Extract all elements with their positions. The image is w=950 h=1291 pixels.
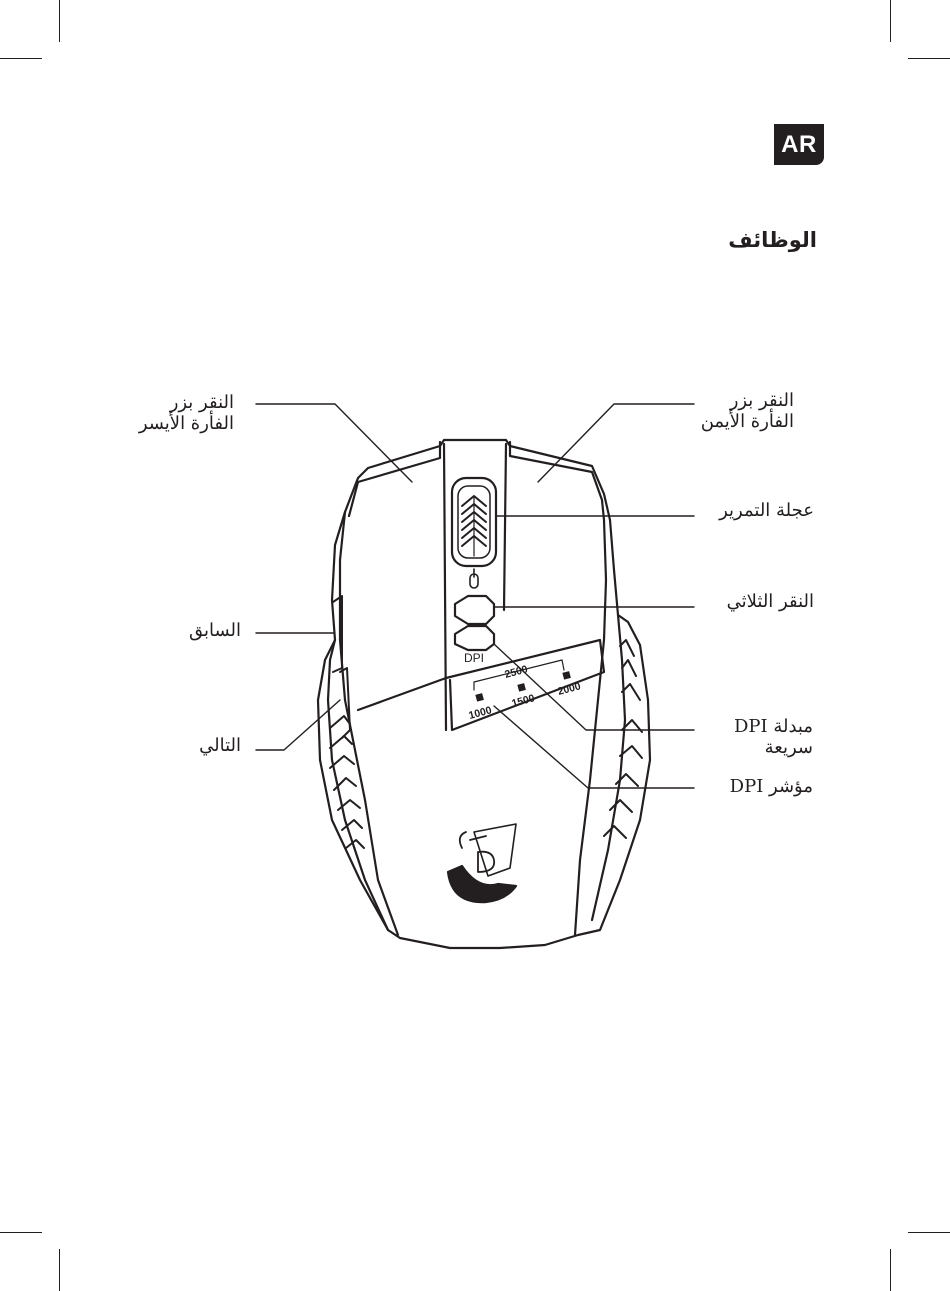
- crop-mark-bottom-right-v: [890, 1249, 891, 1291]
- crop-mark-top-left-v: [59, 0, 60, 42]
- callout-right-click: النقر بزر الفأرة الأيمن: [701, 390, 794, 432]
- crop-mark-top-left-h: [0, 58, 42, 59]
- scroll-wheel: [450, 476, 498, 568]
- leader-forward: [255, 699, 341, 751]
- dpi-button: [453, 624, 496, 652]
- crop-mark-bottom-left-v: [59, 1249, 60, 1291]
- callout-left-click: النقر بزر الفأرة الأيسر: [139, 392, 234, 434]
- section-title: الوظائف: [728, 228, 817, 252]
- dpi-indicator-panel: [356, 638, 606, 732]
- dpi-button-label: DPI: [464, 651, 484, 665]
- dpi-bracket: [473, 659, 565, 691]
- forward-button: [339, 667, 351, 739]
- leader-dpi-switch: [493, 643, 695, 731]
- callout-left-click-line1: النقر بزر: [169, 392, 234, 413]
- scroll-wheel-chevrons: [461, 495, 487, 557]
- brand-logo-icon: [446, 823, 518, 904]
- right-grip-chevrons: [603, 639, 643, 839]
- callout-dpi-switch: مبدلة DPI سريعة: [734, 716, 813, 758]
- mouse-icon: [469, 568, 479, 589]
- crop-mark-bottom-left-h: [0, 1232, 42, 1233]
- dpi-level-1000: 1000: [467, 704, 493, 722]
- callout-triple-click: النقر الثلاثي: [726, 591, 814, 612]
- callout-left-click-line2: الفأرة الأيسر: [138, 413, 234, 434]
- callout-right-click-line1: النقر بزر: [729, 390, 794, 411]
- leader-right-click: [537, 403, 695, 483]
- back-button: [332, 595, 343, 673]
- right-button-groove: [502, 442, 508, 612]
- leader-dpi-indicator: [493, 705, 695, 789]
- crop-mark-top-right-h: [908, 58, 950, 59]
- dpi-indicator-leds: [475, 671, 571, 702]
- dpi-level-1500: 1500: [510, 692, 536, 710]
- mouse-top-shell: [347, 440, 442, 518]
- left-button-groove: [442, 442, 448, 732]
- left-grip-chevrons: [329, 715, 365, 849]
- callout-dpi-switch-line2: سريعة: [764, 737, 813, 758]
- dpi-level-2500: 2500: [503, 663, 529, 681]
- mouse-outer-shell: [316, 438, 652, 950]
- leader-left-click: [255, 403, 413, 483]
- callout-back: السابق: [188, 620, 241, 641]
- leader-lines: [255, 403, 695, 789]
- dpi-level-2000: 2000: [556, 680, 582, 698]
- callout-forward: التالي: [199, 735, 241, 756]
- crop-mark-bottom-right-h: [908, 1232, 950, 1233]
- triple-click-button: [453, 594, 496, 626]
- mouse-left-side-panel: [338, 510, 400, 937]
- crop-mark-top-right-v: [890, 0, 891, 42]
- callout-dpi-indicator: مؤشر DPI: [729, 776, 813, 797]
- callout-right-click-line2: الفأرة الأيمن: [700, 411, 794, 432]
- mouse-right-side-panel: [573, 518, 608, 937]
- callout-scroll-wheel: عجلة التمرير: [719, 500, 814, 521]
- language-badge: AR: [774, 124, 824, 165]
- callout-dpi-switch-line1: مبدلة DPI: [733, 716, 813, 737]
